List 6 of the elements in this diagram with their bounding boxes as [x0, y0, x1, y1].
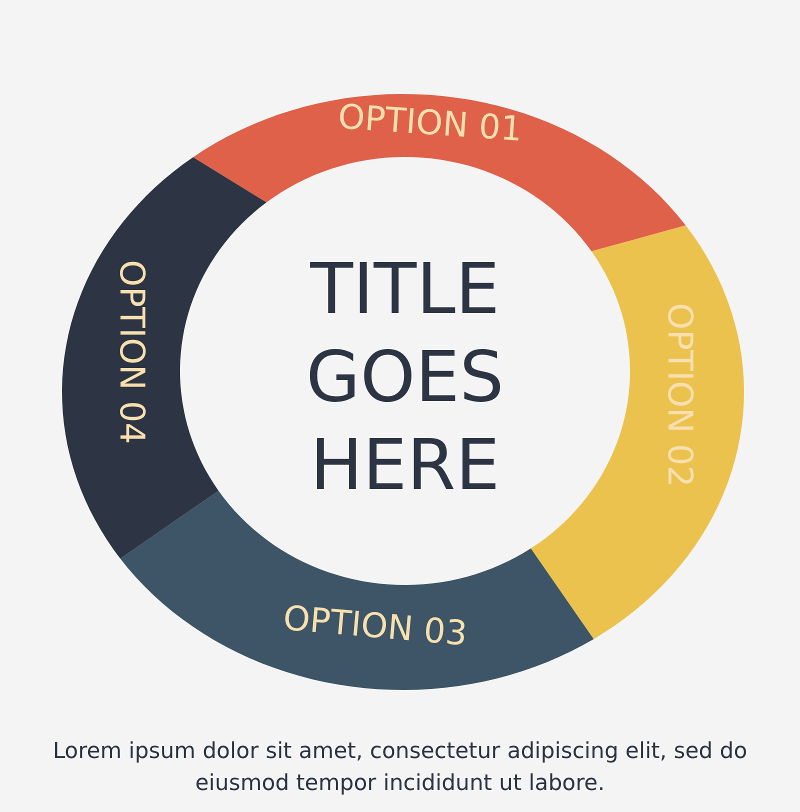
- caption: Lorem ipsum dolor sit amet, consectetur adipiscing elit, sed do eiusmod tempor incididunt ut labore.: [52, 738, 748, 798]
- segment-label: OPTION 01: [336, 96, 524, 150]
- title: TITLE GOES HERE: [304, 247, 505, 508]
- segment-label: OPTION 04: [112, 260, 152, 444]
- segment-label: OPTION 03: [282, 598, 469, 654]
- segment-label: OPTION 02: [660, 302, 700, 488]
